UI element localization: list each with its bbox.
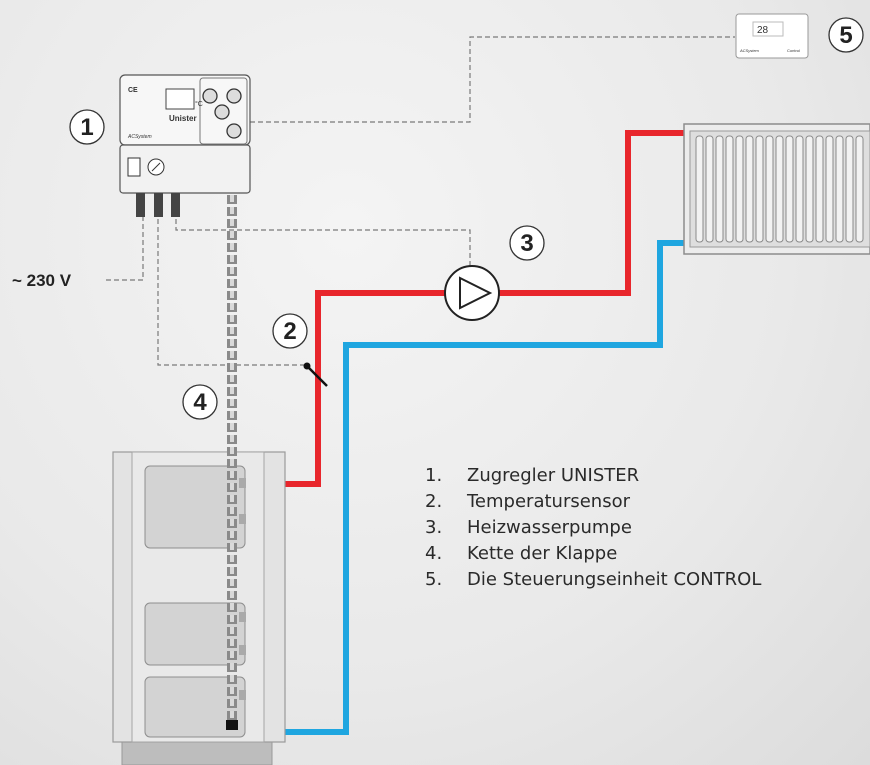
pump	[444, 265, 500, 321]
voltage-label: ~ 230 V	[12, 271, 72, 290]
legend-item: 2.Temperatursensor	[425, 491, 630, 512]
radiator-rib	[725, 135, 734, 243]
legend-list: 1.Zugregler UNISTER 2.Temperatursensor 3…	[425, 463, 761, 593]
temperature-sensor	[303, 362, 328, 387]
radiator-rib	[855, 135, 864, 243]
svg-text:°C: °C	[195, 100, 203, 108]
radiator-rib	[785, 135, 794, 243]
svg-text:Control: Control	[787, 48, 800, 53]
radiator-rib	[755, 135, 764, 243]
legend-item: 3.Heizwasserpumpe	[425, 517, 632, 538]
radiator-rib	[715, 135, 724, 243]
svg-text:3: 3	[520, 230, 533, 257]
svg-text:CE: CE	[128, 87, 138, 94]
legend-item: 4.Kette der Klappe	[425, 543, 618, 564]
radiator-rib	[795, 135, 804, 243]
return-pipe	[283, 240, 690, 735]
radiator-rib	[825, 135, 834, 243]
svg-text:ACSystem: ACSystem	[127, 134, 152, 140]
svg-text:2: 2	[283, 318, 296, 345]
radiator	[683, 123, 870, 255]
badge-5: 5	[828, 17, 864, 53]
radiator-rib	[705, 135, 714, 243]
svg-text:1: 1	[80, 114, 93, 141]
legend-item: 5.Die Steuerungseinheit CONTROL	[425, 569, 762, 590]
svg-text:ACSystem: ACSystem	[739, 48, 760, 53]
radiator-rib	[735, 135, 744, 243]
unister-controller: °C CE Unister ACSystem	[119, 74, 251, 217]
radiator-rib	[765, 135, 774, 243]
radiator-rib	[805, 135, 814, 243]
radiator-rib	[745, 135, 754, 243]
svg-text:5: 5	[839, 22, 852, 49]
svg-text:Unister: Unister	[169, 114, 197, 123]
boiler	[112, 451, 286, 765]
badge-3: 3	[509, 225, 545, 261]
flap-chain	[226, 195, 238, 730]
svg-text:4: 4	[193, 389, 207, 416]
radiator-rib	[775, 135, 784, 243]
radiator-rib	[815, 135, 824, 243]
svg-text:28: 28	[757, 25, 769, 36]
radiator-rib	[845, 135, 854, 243]
radiator-rib	[835, 135, 844, 243]
control-panel: 28 ACSystem Control	[735, 13, 809, 59]
badge-4: 4	[182, 384, 218, 420]
badge-1: 1	[69, 109, 105, 145]
radiator-rib	[695, 135, 704, 243]
legend-item: 1.Zugregler UNISTER	[425, 465, 640, 486]
badge-2: 2	[272, 313, 308, 349]
